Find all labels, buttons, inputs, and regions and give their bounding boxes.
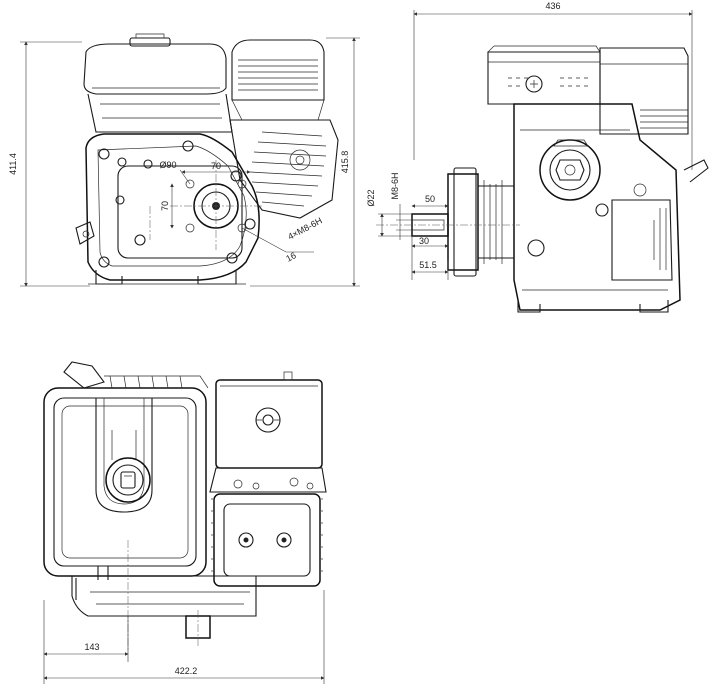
dim-front-total-height: 411.4 <box>8 153 18 175</box>
air-filter-ribs <box>238 59 318 91</box>
top-view: 143 422.2 <box>43 361 327 684</box>
dim-shaft-51-5: 51.5 <box>419 260 437 270</box>
top-handle-teeth <box>109 375 183 389</box>
dim-bolt-circle: Ø90 <box>159 160 176 170</box>
dim-thread-depth: 16 <box>284 250 298 264</box>
front-view: 411.4 415.8 70 70 Ø90 4×M8-6H 16 <box>8 33 360 287</box>
dim-thread-callout: 4×M8-6H <box>286 215 324 241</box>
dim-key-length: 50 <box>425 194 435 204</box>
cylinder-fins <box>249 131 327 207</box>
dim-bottom-total-width: 422.2 <box>175 666 198 676</box>
dim-front-h70: 70 <box>160 201 170 211</box>
side-fins <box>640 109 688 129</box>
cover-bolts <box>98 140 256 268</box>
dim-bottom-offset: 143 <box>84 642 99 652</box>
side-vents <box>508 77 588 87</box>
dim-shaft-diameter: Ø22 <box>366 189 376 206</box>
side-view: 436 <box>366 1 709 313</box>
dim-front-w70: 70 <box>211 161 221 171</box>
cooling-slots <box>653 208 667 270</box>
dim-side-total-width: 436 <box>545 1 560 11</box>
dim-front-right-height: 415.8 <box>340 151 350 174</box>
top-carb-details <box>233 477 314 490</box>
top-cover-dots <box>211 498 323 572</box>
dim-shaft-30: 30 <box>419 236 429 246</box>
dim-shaft-thread: M8-6H <box>390 172 400 199</box>
